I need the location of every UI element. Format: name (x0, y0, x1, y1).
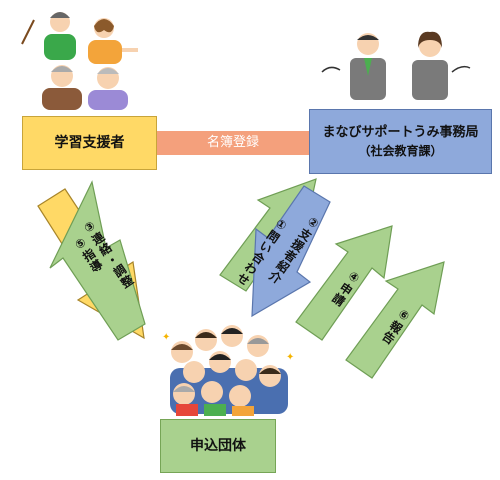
svg-text:✦: ✦ (286, 352, 294, 363)
applicant-group-box: 申込団体 (160, 419, 276, 473)
office-sublabel: （社会教育課） (358, 144, 443, 159)
arrow-introduce (251, 185, 331, 318)
register-connector (157, 131, 309, 155)
arrow-report (345, 261, 445, 379)
register-label: 名簿登録 (206, 135, 259, 150)
office-box: まなびサポートうみ事務局 （社会教育課） (309, 109, 492, 174)
office-label: まなびサポートうみ事務局 (322, 124, 479, 140)
teacher-illustration (21, 12, 138, 110)
arrow-apply (295, 225, 393, 341)
applicant-group-label: 申込団体 (190, 437, 246, 454)
supporters-label: 学習支援者 (54, 134, 125, 151)
svg-text:✦: ✦ (162, 332, 170, 343)
supporters-box: 学習支援者 (22, 116, 157, 170)
crowd-illustration: ✦ ✦ (162, 325, 294, 416)
staff-illustration (321, 31, 471, 100)
arrow-contact (49, 180, 146, 341)
